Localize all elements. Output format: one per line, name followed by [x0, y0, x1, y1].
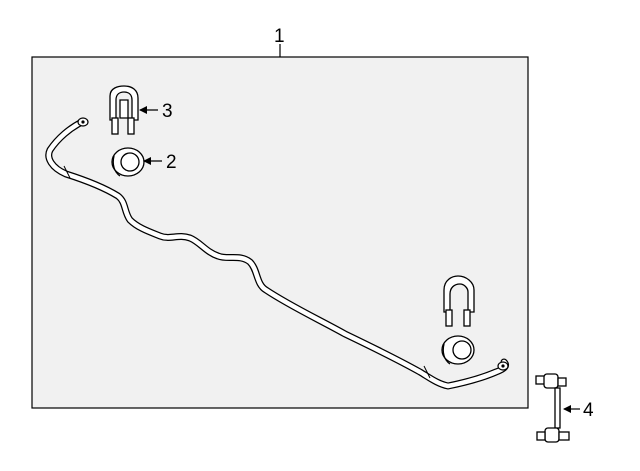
stabilizer-link — [535, 373, 570, 443]
bracket-left — [109, 85, 139, 135]
bushing-left — [111, 147, 145, 177]
callout-4: 4 — [583, 400, 594, 421]
stabilizer-bar — [45, 118, 510, 390]
callout-3: 3 — [162, 101, 173, 122]
callout-2: 2 — [166, 152, 177, 173]
bracket-right — [443, 275, 475, 327]
bushing-right — [441, 335, 475, 365]
callout-1: 1 — [274, 26, 285, 47]
